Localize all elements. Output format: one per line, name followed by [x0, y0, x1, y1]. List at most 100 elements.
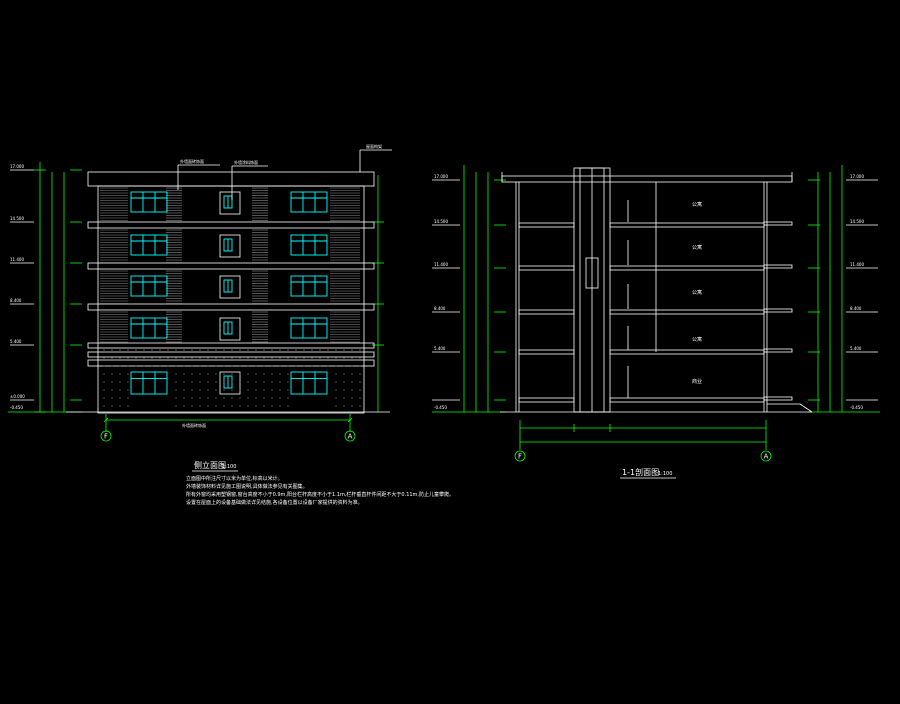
section-room-label-4: 公寓	[692, 244, 702, 251]
pattern-dot	[223, 389, 225, 391]
axis-bubble-f-section	[514, 450, 526, 462]
pattern-dot	[231, 381, 233, 383]
pattern-dot	[239, 357, 241, 359]
pattern-dot	[183, 381, 185, 383]
elevation-windows	[130, 191, 328, 395]
pattern-dot	[239, 389, 241, 391]
pattern-dot	[215, 381, 217, 383]
section-level-roof-right: 17.000	[850, 174, 864, 179]
section-drawing: 17.000 14.500 11.400 8.400 5.400 -0.450 …	[432, 165, 880, 479]
pattern-dot	[247, 389, 249, 391]
elevation-note-1: 立面图中所注尺寸以米为单位,标高以米计。	[186, 475, 283, 482]
level-label-3: 11.400	[10, 257, 24, 262]
pattern-dot	[127, 405, 129, 407]
section-level-1-right: 5.400	[850, 346, 862, 351]
elevation-leaders	[177, 164, 268, 200]
pattern-dot	[191, 389, 193, 391]
elevation-window-left	[130, 275, 168, 297]
section-right-dimensions	[808, 165, 880, 413]
section-level-1-left: 5.400	[434, 346, 446, 351]
floor-slab-left	[518, 309, 575, 315]
pattern-dot	[287, 397, 289, 399]
pattern-dot	[223, 405, 225, 407]
pattern-dot	[279, 357, 281, 359]
pattern-dot	[239, 397, 241, 399]
level-label-roof: 17.000	[10, 164, 24, 169]
pattern-dot	[247, 357, 249, 359]
pattern-dot	[271, 405, 273, 407]
stair-opening	[219, 275, 241, 299]
pattern-dot	[199, 357, 201, 359]
pattern-dot	[255, 373, 257, 375]
floor-slab-right	[609, 309, 765, 315]
axis-bubble-f-elevation	[100, 430, 112, 442]
pattern-dot	[215, 357, 217, 359]
pattern-dot	[239, 405, 241, 407]
pattern-dot	[111, 349, 113, 351]
pattern-dot	[271, 349, 273, 351]
pattern-dot	[223, 365, 225, 367]
pattern-dot	[335, 389, 337, 391]
pattern-dot	[239, 381, 241, 383]
pattern-dot	[271, 365, 273, 367]
elevation-bottom-dimension	[103, 414, 353, 432]
stair-opening	[219, 371, 241, 395]
pattern-dot	[351, 389, 353, 391]
pattern-dot	[231, 389, 233, 391]
section-floor-slabs	[518, 221, 793, 403]
pattern-dot	[127, 381, 129, 383]
pattern-dot	[311, 357, 313, 359]
pattern-dot	[263, 389, 265, 391]
pattern-dot	[175, 405, 177, 407]
elevation-window-left	[130, 191, 168, 213]
pattern-dot	[151, 357, 153, 359]
pattern-dot	[247, 397, 249, 399]
section-level-3-right: 11.400	[850, 262, 864, 267]
floor-slab-left	[518, 222, 575, 228]
elevation-bottom-label: 外墙面砖饰面	[182, 422, 206, 428]
pattern-dot	[175, 389, 177, 391]
pattern-dot	[335, 397, 337, 399]
section-left-dimensions	[432, 165, 506, 413]
pattern-dot	[287, 405, 289, 407]
elevation-window-right	[290, 191, 328, 213]
pattern-dot	[183, 365, 185, 367]
pattern-dot	[215, 373, 217, 375]
pattern-dot	[183, 405, 185, 407]
pattern-dot	[271, 381, 273, 383]
balcony-slab	[763, 348, 793, 353]
pattern-dot	[327, 349, 329, 351]
elevation-leader-label-3: 屋面构架	[366, 143, 382, 149]
axis-bubble-a-section	[760, 450, 772, 462]
section-level-roof-left: 17.000	[434, 174, 448, 179]
pattern-dot	[135, 357, 137, 359]
pattern-dot	[127, 365, 129, 367]
pattern-dot	[271, 397, 273, 399]
pattern-dot	[207, 389, 209, 391]
pattern-dot	[263, 365, 265, 367]
pattern-dot	[199, 405, 201, 407]
pattern-dot	[207, 405, 209, 407]
pattern-dot	[191, 397, 193, 399]
section-title: 1-1剖面图	[622, 467, 659, 477]
pattern-dot	[239, 373, 241, 375]
axis-label-a-section: A	[764, 453, 769, 461]
section-room-label-2: 公寓	[692, 336, 702, 343]
floor-slab-right	[609, 397, 765, 403]
pattern-dot	[103, 381, 105, 383]
pattern-dot	[343, 397, 345, 399]
axis-label-f-elevation: F	[104, 433, 108, 441]
pattern-dot	[127, 389, 129, 391]
pattern-dot	[335, 365, 337, 367]
floor-slab-right	[609, 222, 765, 228]
pattern-dot	[319, 357, 321, 359]
pattern-dot	[167, 365, 169, 367]
pattern-dot	[327, 365, 329, 367]
elevation-title: 侧立面图	[194, 460, 226, 470]
pattern-dot	[343, 373, 345, 375]
elevation-window-right	[290, 275, 328, 297]
pattern-dot	[343, 381, 345, 383]
pattern-dot	[175, 381, 177, 383]
pattern-dot	[111, 397, 113, 399]
section-level-outdoor-left: -0.450	[434, 405, 447, 410]
